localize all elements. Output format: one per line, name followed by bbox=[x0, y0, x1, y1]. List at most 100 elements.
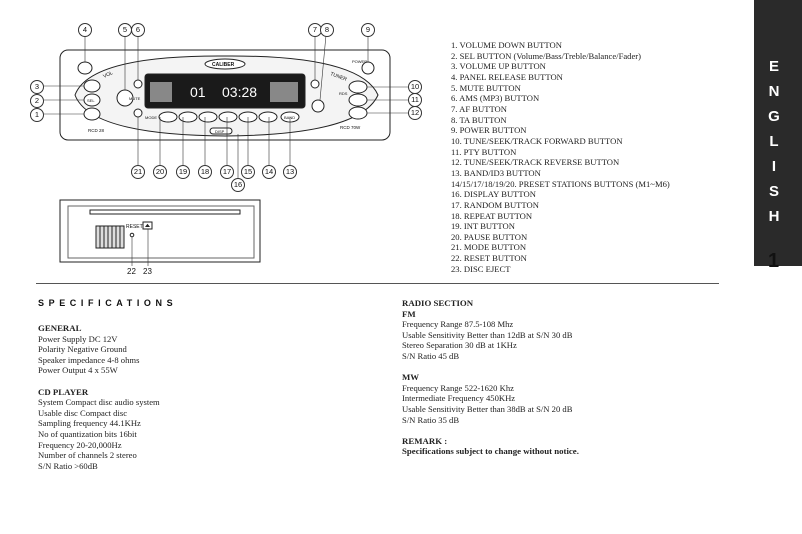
label-mode: MODE bbox=[145, 115, 157, 120]
legend-item: 10. TUNE/SEEK/TRACK FORWARD BUTTON bbox=[451, 135, 623, 146]
spec-line: Power Output 4 x 55W bbox=[38, 365, 118, 376]
legend-item: 7. AF BUTTON bbox=[451, 103, 507, 114]
fm-heading: FM bbox=[402, 308, 416, 319]
ta-button[interactable] bbox=[311, 99, 325, 113]
general-heading: GENERAL bbox=[38, 323, 82, 333]
legend-item: 20. PAUSE BUTTON bbox=[451, 231, 528, 242]
callout-17: 17 bbox=[220, 165, 234, 179]
eject-icon bbox=[145, 223, 150, 227]
label-model-right: RCD 70W bbox=[340, 125, 361, 130]
callout-5: 5 bbox=[118, 23, 132, 37]
display-level-bars bbox=[270, 82, 298, 102]
legend-item: 16. DISPLAY BUTTON bbox=[451, 189, 536, 200]
spec-line: Usable disc Compact disc bbox=[38, 407, 128, 418]
callout-15: 15 bbox=[241, 165, 255, 179]
af-button[interactable] bbox=[310, 79, 320, 89]
label-mute: MUTE bbox=[129, 96, 141, 101]
callout-1: 1 bbox=[30, 108, 44, 122]
preset-buttons bbox=[158, 111, 278, 123]
sel-label: SEL bbox=[87, 98, 95, 103]
label-disp: DISP bbox=[215, 129, 225, 134]
legend-item: 19. INT BUTTON bbox=[451, 221, 515, 232]
cd-heading: CD PLAYER bbox=[38, 386, 89, 397]
mw-heading: MW bbox=[402, 372, 420, 383]
volume-up-button[interactable] bbox=[83, 79, 101, 93]
preset-button-4[interactable] bbox=[218, 111, 238, 123]
callout-14: 14 bbox=[262, 165, 276, 179]
radio-heading: RADIO SECTION bbox=[402, 298, 474, 308]
preset-button-1[interactable] bbox=[158, 111, 178, 123]
legend-item: 12. TUNE/SEEK/TRACK REVERSE BUTTON bbox=[451, 157, 620, 168]
side-tab-letter: N bbox=[768, 83, 780, 100]
spec-line: Stereo Separation 30 dB at 1KHz bbox=[402, 340, 517, 351]
legend-item: 3. VOLUME UP BUTTON bbox=[451, 61, 546, 72]
reset-label: RESET bbox=[126, 224, 143, 230]
display-level-bars-left bbox=[150, 82, 172, 102]
callout-19: 19 bbox=[176, 165, 190, 179]
tune-reverse-button[interactable] bbox=[348, 106, 368, 120]
callout-22: 22 bbox=[127, 267, 136, 276]
preset-button-3[interactable] bbox=[198, 111, 218, 123]
callout-23: 23 bbox=[143, 267, 152, 276]
label-tuner: TUNER bbox=[329, 71, 348, 83]
panel-release-button[interactable] bbox=[77, 61, 93, 75]
legend-item: 9. POWER BUTTON bbox=[451, 125, 527, 136]
brand-badge bbox=[204, 58, 246, 70]
preset-button-2[interactable] bbox=[178, 111, 198, 123]
spec-line: S/N Ratio 35 dB bbox=[402, 414, 460, 425]
power-button[interactable] bbox=[361, 61, 375, 75]
spec-line: Intermediate Frequency 450KHz bbox=[402, 393, 516, 404]
brand-text: CALIBER bbox=[212, 62, 235, 68]
display-track: 01 bbox=[190, 84, 206, 100]
mode-button[interactable] bbox=[133, 108, 143, 118]
lcd-display bbox=[144, 73, 306, 109]
callout-4: 4 bbox=[78, 23, 92, 37]
legend-item: 6. AMS (MP3) BUTTON bbox=[451, 93, 540, 104]
spec-line: Usable Sensitivity Better than 38dB at S… bbox=[402, 403, 573, 414]
spec-line: Sampling frequency 44.1KHz bbox=[38, 418, 141, 429]
volume-down-button[interactable] bbox=[83, 107, 101, 121]
spec-line: Number of channels 2 stereo bbox=[38, 450, 137, 461]
callout-20: 20 bbox=[153, 165, 167, 179]
label-power: POWER bbox=[352, 59, 367, 64]
remark-heading: REMARK : bbox=[402, 435, 448, 446]
legend-item: 18. REPEAT BUTTON bbox=[451, 210, 533, 221]
remark-text: Specifications subject to change without… bbox=[402, 446, 579, 457]
spec-line: System Compact disc audio system bbox=[38, 397, 160, 408]
legend-item: 21. MODE BUTTON bbox=[451, 242, 527, 253]
side-tab-letter: E bbox=[768, 58, 779, 75]
spec-column-right: RADIO SECTION FM Frequency Range 87.5-10… bbox=[402, 298, 579, 457]
callout-8: 8 bbox=[320, 23, 334, 37]
spec-line: Usable Sensitivity Better than 12dB at S… bbox=[402, 329, 573, 340]
legend-item: 23. DISC EJECT bbox=[451, 263, 511, 274]
spec-line: S/N Ratio 45 dB bbox=[402, 350, 460, 361]
callout-12: 12 bbox=[408, 106, 422, 120]
legend-item: 14/15/17/18/19/20. PRESET STATIONS BUTTO… bbox=[451, 178, 670, 189]
pty-button[interactable] bbox=[348, 93, 368, 107]
callout-13: 13 bbox=[283, 165, 297, 179]
chassis-inner bbox=[67, 205, 255, 259]
spec-line: S/N Ratio >60dB bbox=[38, 460, 98, 471]
preset-button-6[interactable] bbox=[258, 111, 278, 123]
ams-button[interactable] bbox=[133, 79, 143, 89]
label-model-left: RCD 28 bbox=[88, 128, 105, 133]
tune-forward-button[interactable] bbox=[348, 80, 368, 94]
reset-button[interactable] bbox=[129, 232, 135, 238]
spec-line: Speaker impedance 4-8 ohms bbox=[38, 354, 140, 365]
legend-item: 17. RANDOM BUTTON bbox=[451, 199, 539, 210]
spec-line: Frequency Range 87.5-108 Mhz bbox=[402, 319, 514, 330]
language-tab bbox=[754, 0, 802, 266]
specifications-title: SPECIFICATIONS bbox=[38, 298, 178, 308]
side-tab-letter: G bbox=[768, 108, 780, 125]
spec-line: Frequency Range 522-1620 Khz bbox=[402, 382, 514, 393]
callout-2: 2 bbox=[30, 94, 44, 108]
display-button[interactable] bbox=[209, 127, 233, 135]
legend-item: 22. RESET BUTTON bbox=[451, 253, 527, 264]
connector-pins bbox=[95, 225, 125, 249]
